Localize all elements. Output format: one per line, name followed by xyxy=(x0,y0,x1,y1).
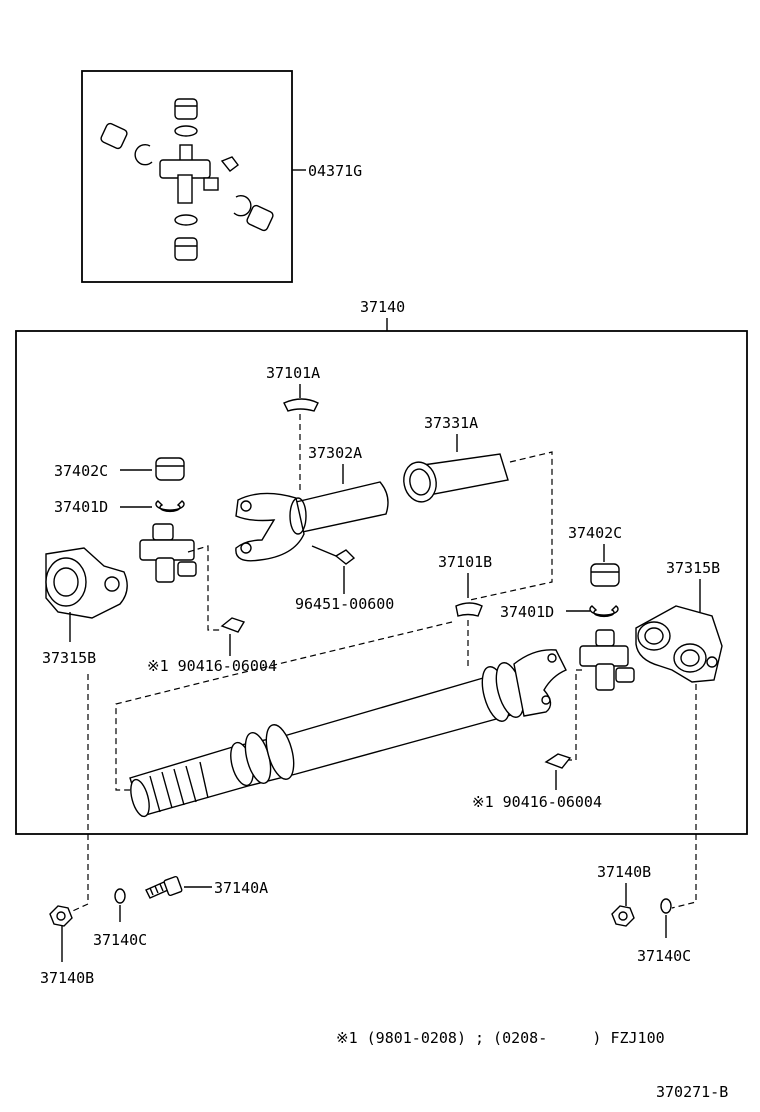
assembly-frame xyxy=(15,330,748,835)
label-96451-00600: 96451-00600 xyxy=(295,595,394,613)
label-37101A: 37101A xyxy=(266,364,320,382)
washer-37140C-left xyxy=(114,888,126,904)
kit-part-number: 04371G xyxy=(308,162,362,180)
label-37401D-left: 37401D xyxy=(54,498,108,516)
flange-yoke-37315B-right xyxy=(635,605,723,683)
label-37331A: 37331A xyxy=(424,414,478,432)
flange-yoke-37315B-left xyxy=(45,547,128,619)
label-grease-right: ※1 90416-06004 xyxy=(472,793,602,811)
snap-ring-37401D-left xyxy=(155,500,185,513)
nut-37140B-left xyxy=(49,905,73,927)
label-37140C-left: 37140C xyxy=(93,931,147,949)
label-37315B-right: 37315B xyxy=(666,559,720,577)
label-37140B-left: 37140B xyxy=(40,969,94,987)
label-37401D-right: 37401D xyxy=(500,603,554,621)
label-grease-left: ※1 90416-06004 xyxy=(147,657,277,675)
label-37315B-left: 37315B xyxy=(42,649,96,667)
label-37140C-right: 37140C xyxy=(637,947,691,965)
label-37402C-left: 37402C xyxy=(54,462,108,480)
grease-fitting-96451 xyxy=(334,549,356,565)
bolt-37140A xyxy=(145,875,183,899)
assembly-part-number: 37140 xyxy=(360,298,405,316)
grease-fitting-left xyxy=(220,617,246,633)
spider-right xyxy=(579,629,635,691)
label-37140B-right: 37140B xyxy=(597,863,651,881)
label-37302A: 37302A xyxy=(308,444,362,462)
propeller-shaft-tube xyxy=(129,649,567,818)
kit-box xyxy=(81,70,293,283)
nut-37140B-right xyxy=(611,905,635,927)
spider-left xyxy=(139,523,197,583)
washer-37140C-right xyxy=(660,898,672,914)
snap-ring-37401D-right xyxy=(589,605,619,618)
applicability-footnote: ※1 (9801-0208) ; (0208- ) FZJ100 xyxy=(336,1029,665,1047)
figure-number: 370271-B xyxy=(656,1083,728,1101)
balance-weight-37101B xyxy=(455,602,483,617)
bearing-cup-37402C-right xyxy=(590,563,620,587)
label-37140A: 37140A xyxy=(214,879,268,897)
sleeve-yoke-37302A xyxy=(235,481,389,562)
label-37402C-right: 37402C xyxy=(568,524,622,542)
balance-weight-37101A xyxy=(283,398,319,412)
label-37101B: 37101B xyxy=(438,553,492,571)
universal-joint-kit-illustration xyxy=(100,98,274,261)
sleeve-yoke-boot-37331A xyxy=(403,453,509,503)
bearing-cup-37402C-left xyxy=(155,457,185,481)
grease-fitting-right xyxy=(544,753,572,769)
